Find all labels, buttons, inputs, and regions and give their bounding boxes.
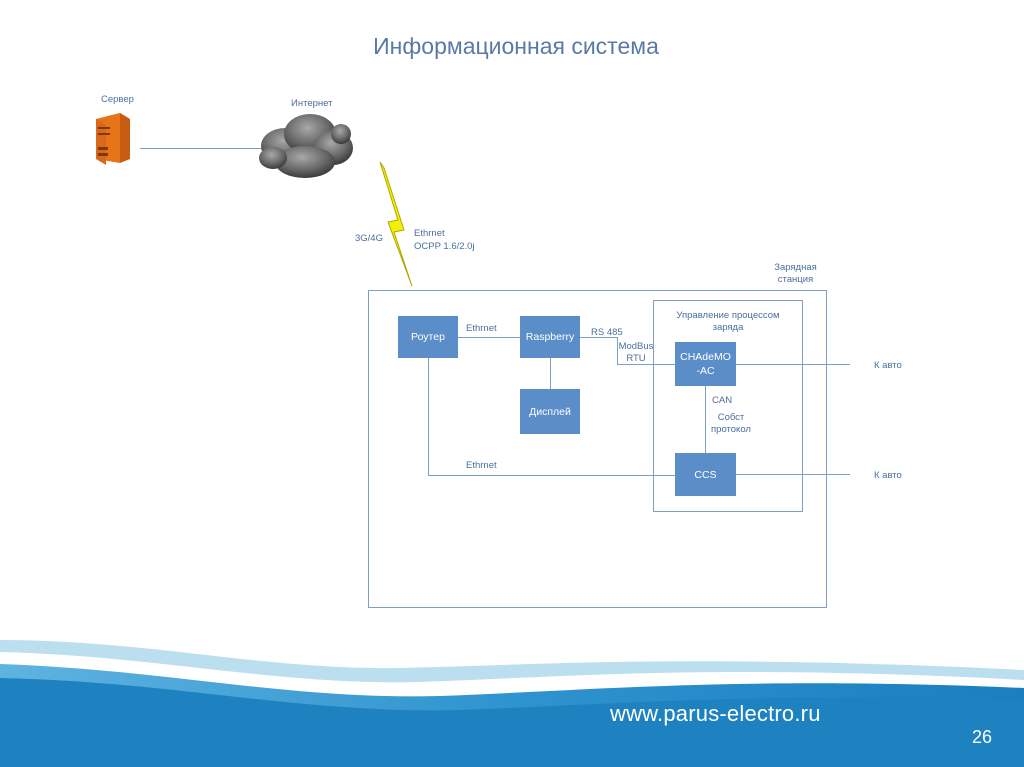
process-control-frame [653, 300, 803, 512]
can-label: CAN [712, 395, 733, 406]
router-raspberry-link [458, 337, 520, 338]
own-protocol-label-text: Собст протокол [711, 412, 751, 435]
modbus-label-text: ModBus RTU [618, 341, 654, 364]
wireless-ethernet-label: Ethrnet [414, 228, 445, 239]
slide-title: Информационная система [373, 33, 659, 59]
rs485-label: RS 485 [591, 327, 623, 338]
router-ccs-label: Ethrnet [466, 460, 497, 471]
station-label: Зарядная станция [768, 262, 823, 286]
to-car-label-2: К авто [874, 470, 902, 481]
to-car-label-1: К авто [874, 360, 902, 371]
server-label: Сервер [101, 94, 134, 105]
router-raspberry-label: Ethrnet [466, 323, 497, 334]
process-control-label-text: Управление процессом заряда [676, 310, 780, 333]
raspberry-chademo-link-a [580, 337, 618, 338]
cloud-icon [259, 114, 353, 178]
raspberry-chademo-link-b [617, 337, 618, 364]
raspberry-chademo-link-c [617, 364, 675, 365]
process-control-label: Управление процессом заряда [666, 310, 790, 334]
cellular-label: 3G/4G [355, 233, 383, 244]
footer-url[interactable]: www.parus-electro.ru [610, 701, 821, 726]
chademo-ccs-link [705, 386, 706, 453]
ccs-box: CCS [675, 453, 736, 496]
server-internet-link [140, 148, 262, 149]
lightning-icon [379, 162, 413, 286]
station-label-text: Зарядная станция [774, 262, 817, 285]
router-ccs-link [428, 475, 675, 476]
internet-label: Интернет [291, 98, 333, 109]
modbus-label: ModBus RTU [618, 341, 654, 365]
raspberry-box: Raspberry [520, 316, 580, 358]
router-box: Роутер [398, 316, 458, 358]
charging-station-frame [368, 290, 827, 608]
ccs-car-link [736, 474, 850, 475]
display-box: Дисплей [520, 389, 580, 434]
own-protocol-label: Собст протокол [707, 412, 755, 436]
router-down-link [428, 357, 429, 476]
chademo-box: CHAdeMO-AC [675, 342, 736, 386]
raspberry-display-link [550, 357, 551, 389]
server-icon [96, 113, 130, 165]
ocpp-label: OCPP 1.6/2.0j [414, 241, 475, 252]
chademo-box-text: CHAdeMO-AC [680, 351, 731, 377]
chademo-car-link [736, 364, 850, 365]
page-number: 26 [972, 727, 993, 747]
footer-wave [0, 640, 1024, 767]
